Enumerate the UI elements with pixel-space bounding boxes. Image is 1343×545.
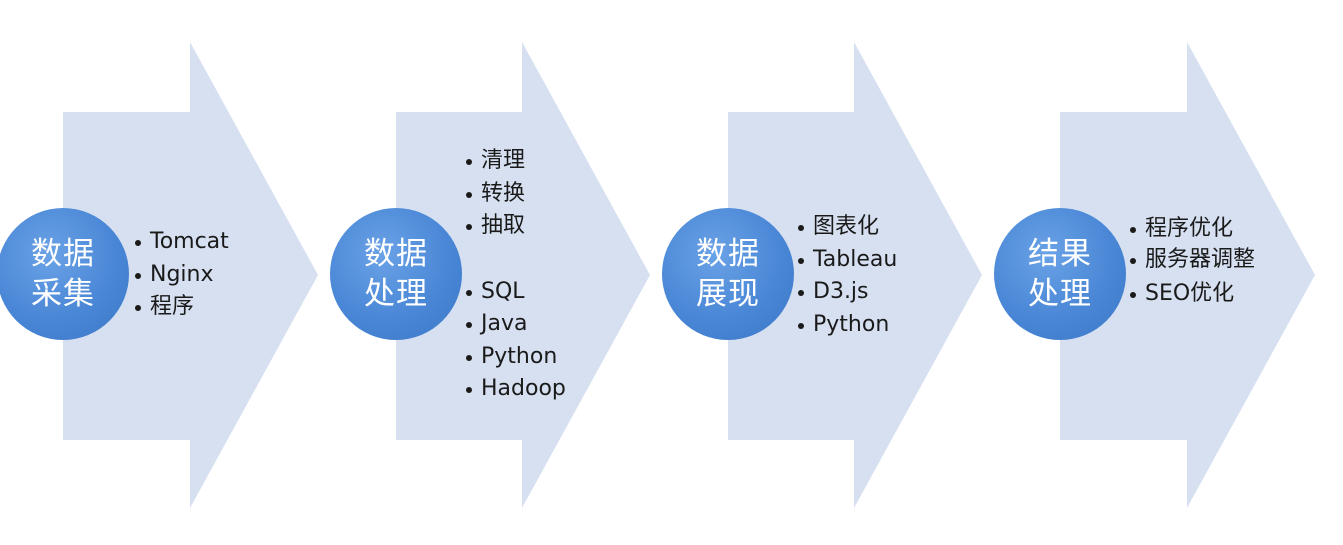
list-item: Hadoop (464, 373, 566, 406)
list-item: Python (796, 309, 897, 342)
list-item: Java (464, 308, 566, 341)
stage-1-title-line-1: 数据 (31, 236, 95, 272)
list-item: SEO优化 (1128, 278, 1257, 311)
list-item: D3.js (796, 276, 897, 309)
list-item: 抽取 (464, 210, 566, 243)
list-item: 转换 (464, 178, 566, 211)
arrow-stage-4 (1060, 42, 1315, 508)
arrow-stage-1 (63, 42, 318, 508)
list-item: 图表化 (796, 211, 897, 244)
stage-2-title-line-1: 数据 (364, 236, 428, 272)
stage-4-title-line-1: 结果 (1028, 236, 1092, 272)
stage-3-list: 图表化 Tableau D3.js Python (796, 211, 897, 341)
stage-4-circle: 结果 处理 (994, 208, 1126, 340)
list-item: 服务器调整 (1128, 246, 1257, 274)
stage-3-title-line-2: 展现 (696, 276, 760, 312)
list-item: SQL (464, 276, 566, 309)
stage-3-circle: 数据 展现 (662, 208, 794, 340)
list-item: Tableau (796, 244, 897, 277)
list-item: Tomcat (133, 226, 229, 259)
stage-4-list: 程序优化 服务器调整 SEO优化 (1128, 213, 1257, 310)
stage-2-list: 清理 转换 抽取 SQL Java Python Hadoop (464, 145, 566, 406)
stage-2-circle: 数据 处理 (330, 208, 462, 340)
arrow-stage-3 (728, 42, 982, 508)
stage-4-title-line-2: 处理 (1028, 276, 1092, 312)
list-item: 清理 (464, 145, 566, 178)
list-item: 程序优化 (1128, 213, 1257, 246)
arrow-stage-2 (396, 42, 650, 508)
stage-3-title-line-1: 数据 (696, 236, 760, 272)
stage-1-list: Tomcat Nginx 程序 (133, 226, 229, 324)
list-item: Nginx (133, 259, 229, 292)
list-item: Python (464, 341, 566, 374)
stage-1-circle: 数据 采集 (0, 208, 129, 340)
list-item: 程序 (133, 291, 229, 324)
stage-1-title-line-2: 采集 (31, 276, 95, 312)
stage-2-title-line-2: 处理 (364, 276, 428, 312)
